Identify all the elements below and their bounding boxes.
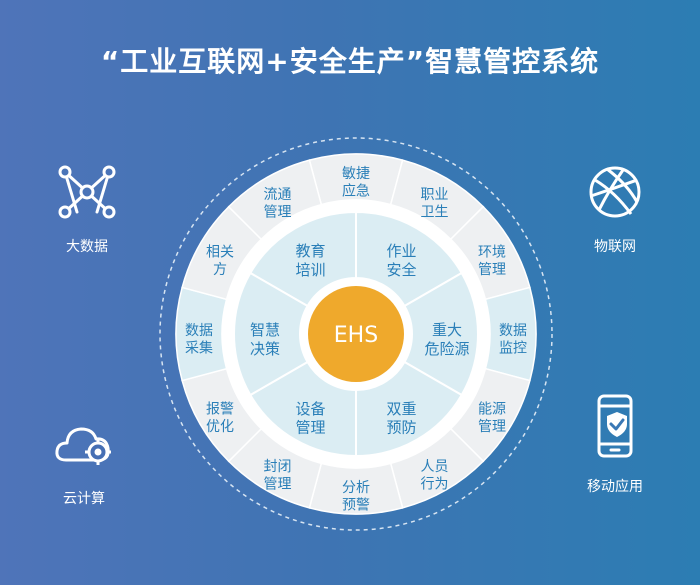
cloud-gear-icon xyxy=(48,410,120,482)
inner-segment-label-line2: 决策 xyxy=(250,340,280,358)
outer-segment-label-line2: 预警 xyxy=(342,498,370,514)
outer-segment-label-line2: 方 xyxy=(213,262,227,278)
inner-segment-label: 重大危险源 xyxy=(424,321,469,358)
iot-label: 物联网 xyxy=(594,239,636,255)
inner-segment-label: 双重预防 xyxy=(386,400,416,437)
outer-segment-label: 环境管理 xyxy=(478,245,506,279)
outer-segment-label-line1: 分析 xyxy=(342,480,370,496)
inner-segment-label-line2: 预防 xyxy=(386,419,416,437)
outer-segment-label: 数据采集 xyxy=(185,323,213,357)
inner-segment-label-line2: 危险源 xyxy=(424,340,469,358)
big-data-label: 大数据 xyxy=(66,239,108,255)
center-circle xyxy=(308,286,404,382)
outer-segment-label: 敏捷应急 xyxy=(342,166,370,200)
inner-segment-label-line2: 安全 xyxy=(386,261,416,279)
mobile-label: 移动应用 xyxy=(587,479,643,495)
iot-block: 物联网 xyxy=(565,158,665,256)
outer-segment-label: 人员行为 xyxy=(421,459,449,493)
inner-segment-label-line1: 双重 xyxy=(386,400,416,418)
inner-segment-label: 教育培训 xyxy=(295,242,325,279)
outer-segment-label-line2: 采集 xyxy=(185,340,213,357)
outer-segment-label-line2: 卫生 xyxy=(421,205,449,221)
outer-segment-label-line2: 监控 xyxy=(499,341,527,357)
mobile-block: 移动应用 xyxy=(565,392,665,496)
smartphone-check-icon xyxy=(579,392,651,464)
outer-segment-label-line1: 环境 xyxy=(478,245,506,261)
outer-segment-label: 流通管理 xyxy=(264,187,292,221)
outer-segment-label-line1: 敏捷 xyxy=(342,166,370,182)
outer-segment-label-line1: 报警 xyxy=(206,402,234,418)
outer-segment-label-line2: 行为 xyxy=(421,477,449,493)
outer-segment-label: 职业卫生 xyxy=(421,187,449,221)
outer-segment-label-line1: 相关 xyxy=(206,245,234,261)
outer-segment-label-line1: 能源 xyxy=(478,402,506,418)
network-nodes-icon xyxy=(51,158,123,230)
outer-segment-label: 封闭管理 xyxy=(264,459,292,493)
inner-segment-label: 智慧决策 xyxy=(250,321,280,358)
big-data-block: 大数据 xyxy=(37,158,137,256)
inner-segment-label-line1: 教育 xyxy=(295,242,325,260)
inner-segment-label: 设备管理 xyxy=(295,400,325,437)
outer-segment-label-line1: 数据 xyxy=(499,323,527,339)
page-title: “工业互联网+安全生产”智慧管控系统 xyxy=(100,45,600,78)
outer-segment-label-line1: 数据 xyxy=(185,323,213,339)
inner-segment xyxy=(233,271,309,397)
inner-segment-label-line1: 作业 xyxy=(386,242,416,260)
inner-segment-label-line1: 重大 xyxy=(432,321,462,339)
outer-segment-label: 相关方 xyxy=(206,245,234,279)
outer-segment-label-line2: 优化 xyxy=(206,419,234,435)
outer-segment-label-line2: 应急 xyxy=(342,183,370,200)
outer-segment-label-line2: 管理 xyxy=(264,205,292,221)
inner-segment-label-line2: 管理 xyxy=(295,419,325,437)
cloud-block: 云计算 xyxy=(34,410,134,508)
outer-segment-label-line2: 管理 xyxy=(264,477,292,493)
inner-segment-label-line1: 智慧 xyxy=(250,321,280,339)
dashed-orbit-ring xyxy=(159,137,553,531)
outer-segment-label: 分析预警 xyxy=(342,480,370,514)
inner-segment-label: 作业安全 xyxy=(386,242,416,279)
outer-segment-label-line1: 封闭 xyxy=(264,459,292,475)
outer-segment-label: 数据监控 xyxy=(499,323,527,357)
cloud-label: 云计算 xyxy=(63,491,105,507)
outer-segment-label: 能源管理 xyxy=(478,402,506,436)
outer-segment-label-line2: 管理 xyxy=(478,262,506,278)
outer-segment-label-line1: 职业 xyxy=(421,187,449,203)
globe-icon xyxy=(579,158,651,230)
outer-segment-label-line1: 流通 xyxy=(264,187,292,203)
outer-segment-label-line2: 管理 xyxy=(478,419,506,435)
inner-segment-label-line2: 培训 xyxy=(295,261,325,279)
inner-segment-label-line1: 设备 xyxy=(295,400,325,418)
center-label: EHS xyxy=(334,323,378,348)
outer-segment-label: 报警优化 xyxy=(206,402,234,436)
outer-segment-label-line1: 人员 xyxy=(421,459,449,475)
